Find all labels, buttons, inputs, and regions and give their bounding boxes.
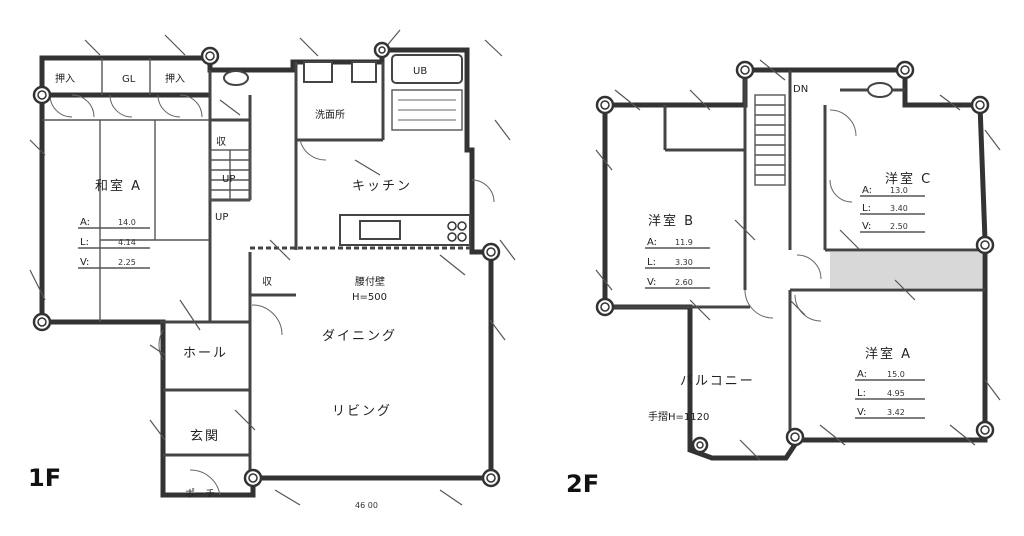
spec-v-value: 3.42 [887,408,905,417]
closet-door-arc [109,94,133,118]
room-label-washroom: 洗面所 [315,109,345,121]
washbasin [303,61,333,83]
bathroom-floor [391,89,463,131]
spec-l-label: L: [857,388,866,399]
stair-dn-label: DN [793,84,808,95]
room-label-yoshitsu-b: 洋室 B [648,213,695,229]
room-label-oshiire: 押入 [165,72,185,85]
closet-door-arc [71,94,95,118]
stove-burner [457,221,467,231]
room-label-yoshitsu-c: 洋室 C [885,171,932,187]
living-door-arc [251,304,283,336]
floor-label-1f: 1F [28,464,61,492]
spec-l-label: L: [80,237,89,248]
stove-burner [447,221,457,231]
room-label-ub: UB [413,66,427,77]
room-label-storage: 収 [216,136,226,148]
room-label-genkan: 玄関 [190,429,220,444]
spec-v-value: 2.50 [890,222,908,231]
1f-columns [32,41,501,488]
spec-v-value: 2.25 [118,258,136,267]
2f-outer-wall [602,67,988,461]
room-label-balcony: バルコニー [680,374,755,389]
kitchen-sink [359,220,401,240]
counter-label: 腰付壁 [355,275,385,288]
kitchen-door-arc [299,139,327,161]
hall-door-arc [158,329,164,361]
closet-door-arc [49,94,73,118]
spec-v-label: V: [857,407,866,418]
toilet-1f [223,70,249,86]
room-label-oshiire: 押入 [55,72,75,85]
floor-label-2f: 2F [566,470,599,498]
spec-l-label: L: [862,203,871,214]
counter-height: H=500 [352,292,387,303]
room-label-closet: GL [122,74,136,85]
spec-a-label: A: [80,217,90,228]
washitsu-spec-box: A: 14.0 L: 4.14 V: 2.25 [78,217,150,269]
spec-a-value: 11.9 [675,238,693,247]
spec-a-label: A: [647,237,657,248]
2f-diagonal-marks [595,59,1001,461]
2f-columns [595,60,995,454]
room-label-hall: ホール [183,346,228,361]
1f-outer-wall [39,47,494,498]
stove-burner [447,232,457,242]
closet-door-arc [157,94,181,118]
2f-door-arc [829,109,857,137]
floor-plan-2f: DN 洋室 B 洋室 C 洋室 A バルコニー 手摺H=1120 A: 11.9… [566,59,1001,498]
2f-door-arc [744,289,774,319]
2f-door-arc [829,179,853,203]
yoshitsu-a-spec-box: A: 15.0 L: 4.95 V: 3.42 [855,369,925,419]
room-label-kitchen: キッチン [352,179,412,194]
spec-v-label: V: [862,221,871,232]
dimension-note: 46 00 [355,501,378,510]
room-label-yoshitsu-a: 洋室 A [865,346,912,362]
toilet-2f [867,82,893,98]
porch-label: ポーチ [185,488,215,500]
bathtub [391,54,463,84]
side-door-arc [471,179,495,203]
spec-l-value: 3.40 [890,204,908,213]
spec-a-label: A: [857,369,867,380]
closet-door-arc [179,94,203,118]
floor-plan-1f: 押入 GL 押入 洗面所 UB 収 UP UP 和室 A キッチン 腰付壁 H=… [28,29,516,510]
spec-v-label: V: [647,277,656,288]
2f-door-arc [794,294,822,322]
spec-a-value: 15.0 [887,370,905,379]
washer [351,61,377,83]
railing-label: 手摺H=1120 [648,410,709,423]
stair-up-label: UP [222,174,235,185]
yoshitsu-b-spec-box: A: 11.9 L: 3.30 V: 2.60 [645,237,710,289]
spec-v-value: 2.60 [675,278,693,287]
room-label-living: リビング [332,404,392,419]
spec-a-label: A: [862,185,872,196]
1f-diagonal-marks [29,29,516,506]
spec-l-value: 4.95 [887,389,905,398]
1f-stairs [209,149,251,201]
yoshitsu-c-spec-box: A: 13.0 L: 3.40 V: 2.50 [860,185,925,233]
spec-l-value: 3.30 [675,258,693,267]
spec-l-label: L: [647,257,656,268]
stove-burner [457,232,467,242]
stair-up-label: UP [215,212,228,223]
2f-stairs [754,94,786,186]
room-label-storage: 収 [262,276,272,288]
room-label-washitsu: 和室 A [95,178,142,194]
spec-l-value: 4.14 [118,238,136,247]
spec-a-value: 13.0 [890,186,908,195]
room-label-dining: ダイニング [322,329,397,344]
2f-shaded-strip [830,252,982,288]
spec-v-label: V: [80,257,89,268]
2f-door-arc [796,254,822,280]
spec-a-value: 14.0 [118,218,136,227]
entrance-door-arc [189,469,221,496]
